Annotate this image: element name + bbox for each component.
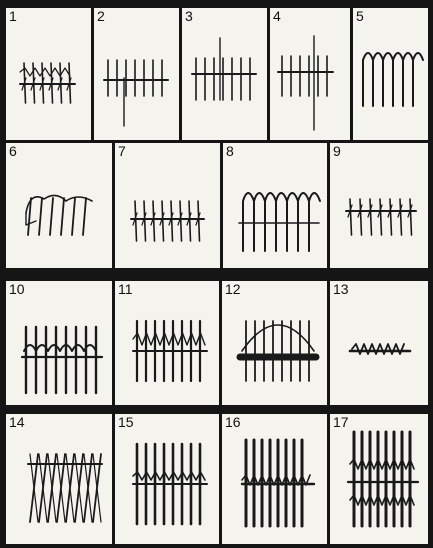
stitch-stroke (133, 472, 205, 480)
stitch-stroke (380, 199, 382, 235)
panel-7: 7 (115, 143, 220, 268)
stitch-drawing (330, 143, 428, 268)
stitch-stroke (370, 199, 372, 235)
stitch-stroke (350, 495, 414, 505)
stitch-stroke (350, 199, 352, 235)
stitch-drawing (222, 281, 327, 405)
stitch-drawing (115, 281, 219, 405)
stitch-stroke (352, 344, 404, 354)
stitch-stroke (350, 459, 414, 469)
stitch-drawing (223, 143, 327, 268)
panel-6: 6 (6, 143, 112, 268)
stitch-drawing (6, 143, 112, 268)
stitch-drawing (115, 414, 219, 544)
stitch-stroke (61, 198, 64, 235)
stitch-stroke (189, 201, 191, 241)
stitch-drawing (6, 281, 112, 405)
panel-12: 12 (222, 281, 327, 405)
stitch-drawing (6, 8, 91, 140)
panel-15: 15 (115, 414, 219, 544)
stitch-stroke (390, 199, 392, 235)
stitch-stroke (363, 53, 373, 106)
panel-16: 16 (222, 414, 327, 544)
stitch-stroke (135, 201, 137, 241)
stitch-stroke (309, 193, 320, 251)
panel-5: 5 (353, 8, 428, 140)
stitch-stroke (26, 213, 36, 225)
panel-2: 2 (94, 8, 179, 140)
stitch-drawing (330, 281, 428, 405)
stitch-stroke (413, 53, 423, 106)
stitch-stroke (153, 201, 155, 241)
stitch-stroke (298, 193, 309, 251)
stitch-stroke (243, 193, 254, 251)
stitch-stroke (360, 199, 362, 235)
panel-13: 13 (330, 281, 428, 405)
stitch-drawing (270, 8, 350, 140)
stitch-drawing (330, 414, 428, 544)
panel-3: 3 (182, 8, 267, 140)
stitch-stroke (20, 68, 70, 76)
stitch-stroke (287, 193, 298, 251)
panel-8: 8 (223, 143, 327, 268)
stitch-stroke (242, 325, 314, 351)
stitch-stroke (180, 201, 182, 241)
panel-4: 4 (270, 8, 350, 140)
stitch-drawing (353, 8, 428, 140)
stitch-stroke (393, 53, 403, 106)
panel-1: 1 (6, 8, 91, 140)
stitch-stroke (198, 201, 200, 241)
stitch-stroke (144, 201, 146, 241)
stitch-stroke (373, 53, 383, 106)
panel-14: 14 (6, 414, 112, 544)
stitch-drawing (182, 8, 267, 140)
panel-11: 11 (115, 281, 219, 405)
stitch-stroke (383, 53, 393, 106)
stitch-stroke (83, 198, 86, 235)
stitch-stroke (403, 53, 413, 106)
stitch-stroke (410, 199, 412, 235)
stitch-stroke (265, 193, 276, 251)
stitch-stroke (162, 201, 164, 241)
stitch-drawing (6, 414, 112, 544)
stitch-stroke (50, 198, 53, 235)
panel-9: 9 (330, 143, 428, 268)
panel-10: 10 (6, 281, 112, 405)
stitch-drawing (115, 143, 220, 268)
stitch-drawing (222, 414, 327, 544)
panel-17: 17 (330, 414, 428, 544)
stitch-stroke (171, 201, 173, 241)
stitch-stroke (72, 198, 75, 235)
stitch-stroke (400, 199, 402, 235)
stitch-stroke (133, 333, 205, 345)
stitch-drawing (94, 8, 179, 140)
stitch-stroke (26, 195, 92, 213)
stitch-stroke (254, 193, 265, 251)
stitch-stroke (276, 193, 287, 251)
stitch-stroke (39, 198, 42, 235)
